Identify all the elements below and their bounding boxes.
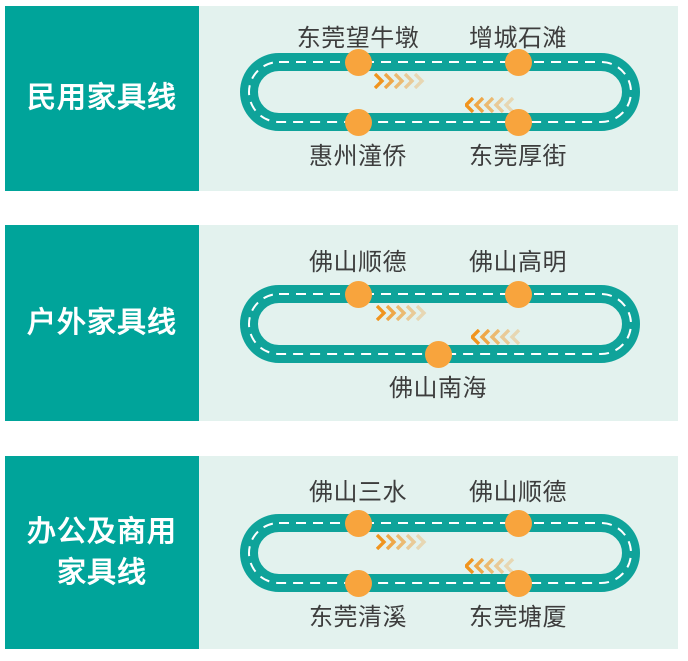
station-label: 东莞厚街 xyxy=(469,143,567,170)
line-name-label: 户外家具线 xyxy=(5,225,199,421)
station-label: 佛山顺德 xyxy=(309,249,407,276)
station-dot xyxy=(425,341,452,368)
station-dot xyxy=(505,570,532,597)
station-dot xyxy=(505,281,532,308)
line-panel-1: 民用家具线 东莞望牛墩 增城石滩 惠州潼侨 东莞厚街 xyxy=(5,6,678,191)
route-loop xyxy=(240,514,640,592)
station-dot xyxy=(505,49,532,76)
rightward-chevrons-icon xyxy=(376,305,427,321)
line-name-label: 办公及商用 家具线 xyxy=(5,456,199,649)
station-dot xyxy=(345,109,372,136)
rightward-chevrons-icon xyxy=(374,73,425,89)
leftward-chevrons-icon xyxy=(471,329,521,345)
station-label: 惠州潼侨 xyxy=(309,143,407,170)
route-diagram: 东莞望牛墩 增城石滩 惠州潼侨 东莞厚街 xyxy=(199,6,678,191)
route-diagram: 佛山顺德 佛山高明 佛山南海 xyxy=(199,225,678,421)
station-label: 增城石滩 xyxy=(469,25,567,52)
line-panel-3: 办公及商用 家具线 佛山三水 佛山顺德 东莞清溪 东莞塘厦 xyxy=(5,456,678,649)
station-label: 东莞塘厦 xyxy=(469,604,567,631)
rightward-chevrons-icon xyxy=(376,534,427,550)
station-label: 佛山南海 xyxy=(389,375,487,402)
station-label: 东莞望牛墩 xyxy=(296,25,420,52)
station-dot xyxy=(345,49,372,76)
station-dot xyxy=(345,570,372,597)
station-dot xyxy=(345,281,372,308)
line-panel-2: 户外家具线 佛山顺德 佛山高明 佛山南海 xyxy=(5,225,678,421)
route-loop xyxy=(240,53,640,131)
station-dot xyxy=(345,510,372,537)
station-label: 佛山三水 xyxy=(309,479,407,506)
station-dot xyxy=(505,109,532,136)
line-name-label: 民用家具线 xyxy=(5,6,199,191)
leftward-chevrons-icon xyxy=(465,558,515,574)
route-diagram: 佛山三水 佛山顺德 东莞清溪 东莞塘厦 xyxy=(199,456,678,649)
station-dot xyxy=(505,510,532,537)
station-label: 佛山顺德 xyxy=(469,479,567,506)
station-label: 佛山高明 xyxy=(469,249,567,276)
leftward-chevrons-icon xyxy=(465,97,515,113)
station-label: 东莞清溪 xyxy=(309,604,407,631)
